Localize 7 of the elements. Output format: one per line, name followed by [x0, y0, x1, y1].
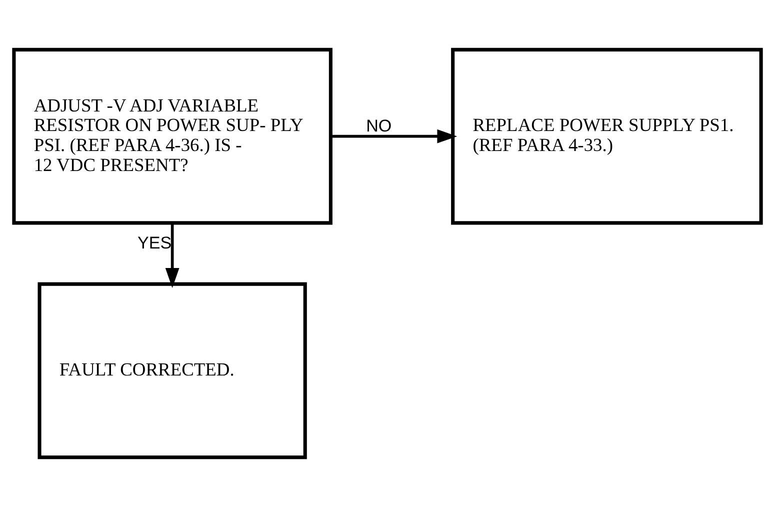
- node-box: REPLACE POWER SUPPLY PS1. (REF PARA 4-33.): [451, 48, 763, 225]
- node-box: ADJUST -V ADJ VARIABLE RESISTOR ON POWER SUP- PLY PSI. (REF PARA 4-36.) IS - 12 VDC PRESENT?: [12, 48, 332, 225]
- edge-label: YES: [138, 233, 172, 252]
- edge-label: NO: [366, 116, 392, 136]
- node-box: FAULT CORRECTED.: [38, 282, 307, 460]
- arrow: [331, 129, 458, 144]
- arrow: [165, 223, 180, 288]
